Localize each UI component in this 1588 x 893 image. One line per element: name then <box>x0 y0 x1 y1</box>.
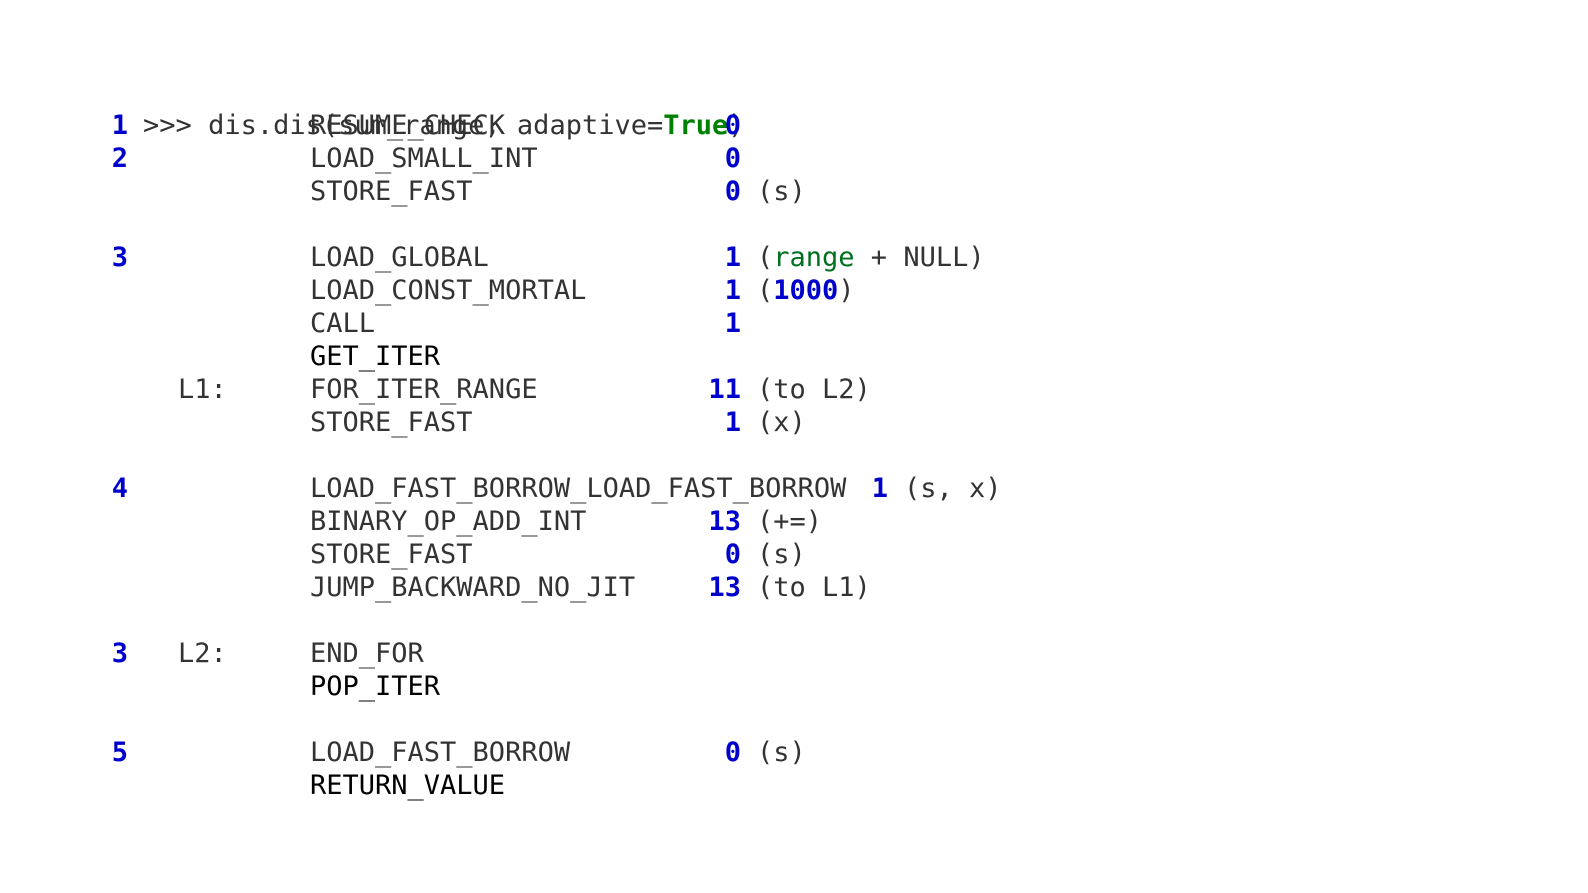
prompt-chevrons: >>> <box>143 110 192 141</box>
opcode-name: LOAD_SMALL_INT <box>310 143 538 174</box>
source-line-number: 2 <box>111 143 128 174</box>
builtin-name: range <box>773 242 855 273</box>
blank-line <box>78 703 745 736</box>
opcode-name: LOAD_FAST_BORROW_LOAD_FAST_BORROW <box>310 473 847 504</box>
blank-line <box>78 604 745 637</box>
instruction-row: L1: FOR_ITER_RANGE 11 (to L2) <box>78 373 871 406</box>
opcode-name: BINARY_OP_ADD_INT <box>310 506 587 537</box>
opcode-name: END_FOR <box>310 638 424 669</box>
annotation-text: (to L1) <box>757 572 871 603</box>
source-line-number: 5 <box>111 737 128 768</box>
instruction-row: RETURN_VALUE <box>78 769 745 802</box>
opcode-name: POP_ITER <box>310 671 441 702</box>
annotation-text: ) <box>838 275 855 306</box>
opcode-name: STORE_FAST <box>310 407 473 438</box>
opcode-name: RETURN_VALUE <box>310 770 506 801</box>
opcode-name: GET_ITER <box>310 341 441 372</box>
annotation-text: (+=) <box>757 506 823 537</box>
adaptive-flag-value: True <box>663 110 729 141</box>
argument-annotation: (to L2) <box>757 373 871 406</box>
source-line-number: 3 <box>111 638 128 669</box>
argument-annotation: (s, x) <box>904 472 1002 505</box>
instruction-row: GET_ITER <box>78 340 745 373</box>
argument-annotation: (s) <box>757 538 806 571</box>
oparg-value: 0 <box>724 143 741 174</box>
annotation-text: ( <box>757 275 774 306</box>
jump-label: L2: <box>178 638 227 669</box>
annotation-text: (x) <box>757 407 806 438</box>
instruction-row: 3 LOAD_GLOBAL 1 (range + NULL) <box>78 241 985 274</box>
dis-call-suffix: ) <box>728 110 745 141</box>
oparg-value: 13 <box>708 572 741 603</box>
oparg-value: 0 <box>724 176 741 207</box>
annotation-text: (to L2) <box>757 374 871 405</box>
annotation-text: ( <box>757 242 774 273</box>
instruction-row: POP_ITER <box>78 670 745 703</box>
oparg-value: 1 <box>724 242 741 273</box>
instruction-row: 5 LOAD_FAST_BORROW 0 (s) <box>78 736 806 769</box>
instruction-row: LOAD_CONST_MORTAL 1 (1000) <box>78 274 855 307</box>
instruction-row: 1 RESUME_CHECK 0 <box>78 109 745 142</box>
argument-annotation: (x) <box>757 406 806 439</box>
instruction-row: STORE_FAST 0 (s) <box>78 538 806 571</box>
prompt-line: >>> dis.dis(sum_range, adaptive=True) <box>78 76 745 141</box>
instruction-row: 4 LOAD_FAST_BORROW_LOAD_FAST_BORROW 1 (s, x… <box>78 472 1002 505</box>
argument-annotation: (+=) <box>757 505 822 538</box>
argument-annotation: (to L1) <box>757 571 871 604</box>
instruction-row: 3 L2: END_FOR <box>78 637 745 670</box>
argument-annotation: (s) <box>757 736 806 769</box>
opcode-name: LOAD_GLOBAL <box>310 242 489 273</box>
opcode-name: CALL <box>310 308 376 339</box>
opcode-name: LOAD_CONST_MORTAL <box>310 275 587 306</box>
annotation-text: (s) <box>757 539 806 570</box>
annotation-text: (s, x) <box>904 473 1002 504</box>
opcode-name: JUMP_BACKWARD_NO_JIT <box>310 572 636 603</box>
oparg-value: 0 <box>724 539 741 570</box>
constant-value: 1000 <box>773 275 839 306</box>
source-line-number: 3 <box>111 242 128 273</box>
argument-annotation: (1000) <box>757 274 855 307</box>
instruction-row: 2 LOAD_SMALL_INT 0 <box>78 142 745 175</box>
oparg-value: 1 <box>724 275 741 306</box>
oparg-value: 1 <box>724 407 741 438</box>
opcode-name: FOR_ITER_RANGE <box>310 374 538 405</box>
blank-line <box>78 208 745 241</box>
opcode-name: LOAD_FAST_BORROW <box>310 737 571 768</box>
annotation-text: (s) <box>757 737 806 768</box>
instruction-row: BINARY_OP_ADD_INT 13 (+=) <box>78 505 822 538</box>
source-line-number: 4 <box>111 473 128 504</box>
instruction-row: STORE_FAST 1 (x) <box>78 406 806 439</box>
opcode-name: RESUME_CHECK <box>310 110 506 141</box>
oparg-value: 13 <box>708 506 741 537</box>
oparg-value: 1 <box>871 473 888 504</box>
oparg-value: 0 <box>724 737 741 768</box>
blank-line <box>78 439 745 472</box>
argument-annotation: (s) <box>757 175 806 208</box>
oparg-value: 0 <box>724 110 741 141</box>
argument-annotation: (range + NULL) <box>757 241 985 274</box>
opcode-name: STORE_FAST <box>310 539 473 570</box>
opcode-name: STORE_FAST <box>310 176 473 207</box>
annotation-text: (s) <box>757 176 806 207</box>
instruction-row: CALL 1 <box>78 307 745 340</box>
source-line-number: 1 <box>111 110 128 141</box>
annotation-text: + NULL) <box>854 242 985 273</box>
instruction-row: STORE_FAST 0 (s) <box>78 175 806 208</box>
oparg-value: 1 <box>724 308 741 339</box>
instruction-row: JUMP_BACKWARD_NO_JIT 13 (to L1) <box>78 571 871 604</box>
oparg-value: 11 <box>708 374 741 405</box>
jump-label: L1: <box>178 374 227 405</box>
dis-call-prefix: dis.dis(sum_range, adaptive= <box>208 110 664 141</box>
